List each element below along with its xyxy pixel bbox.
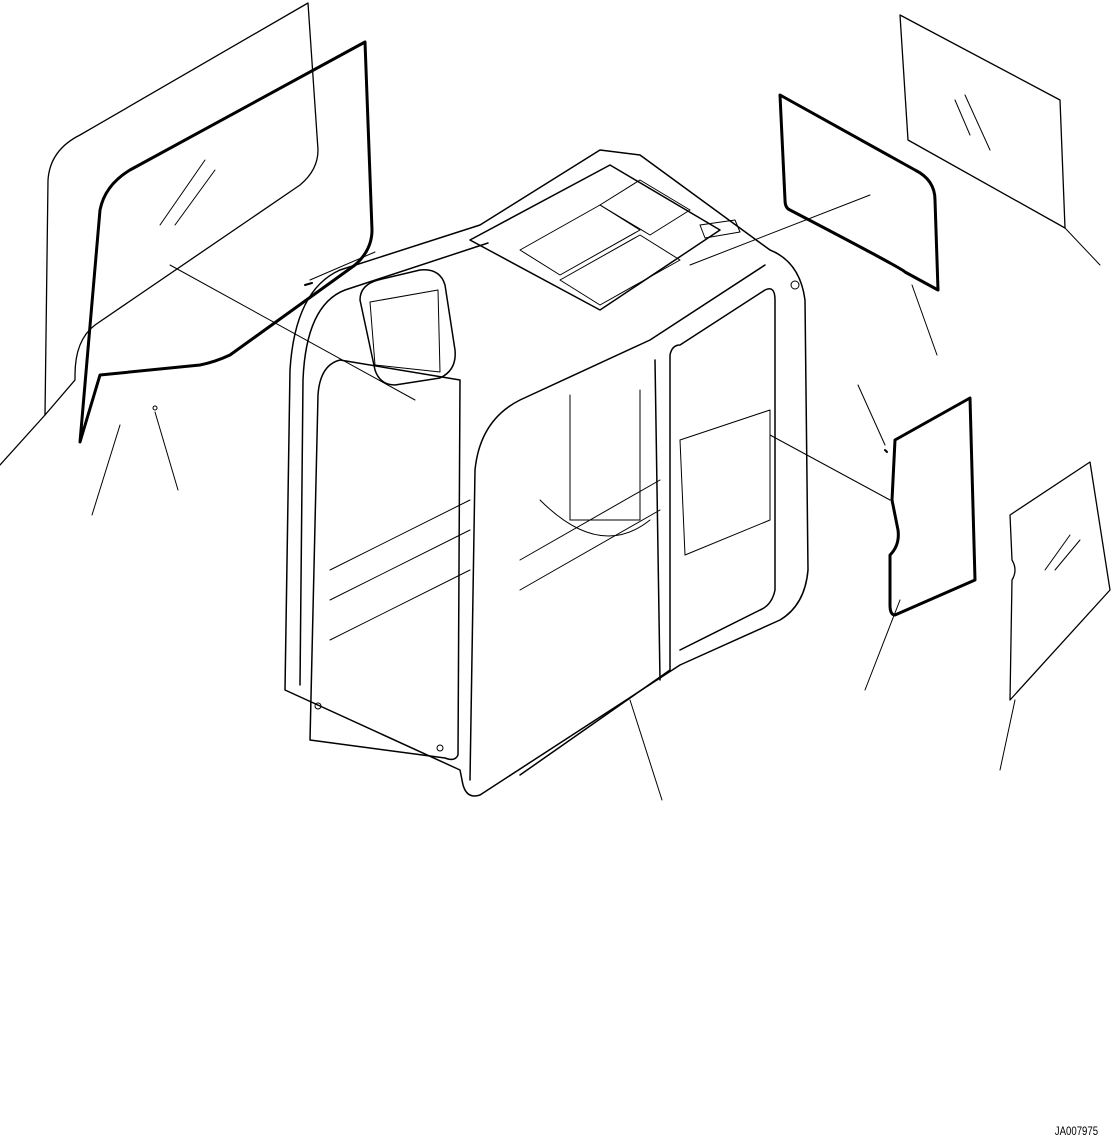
drawing-code: JA007975 (1054, 1124, 1098, 1138)
right-side-outer-glass (999, 461, 1111, 771)
left-front-window-glass (78, 40, 416, 516)
right-side-window-glass (769, 384, 977, 691)
right-rear-window-glass (689, 93, 940, 356)
right-rear-outer-glass (899, 14, 1101, 266)
left-front-outer-glass (0, 2, 319, 466)
cab-frame (284, 149, 809, 801)
